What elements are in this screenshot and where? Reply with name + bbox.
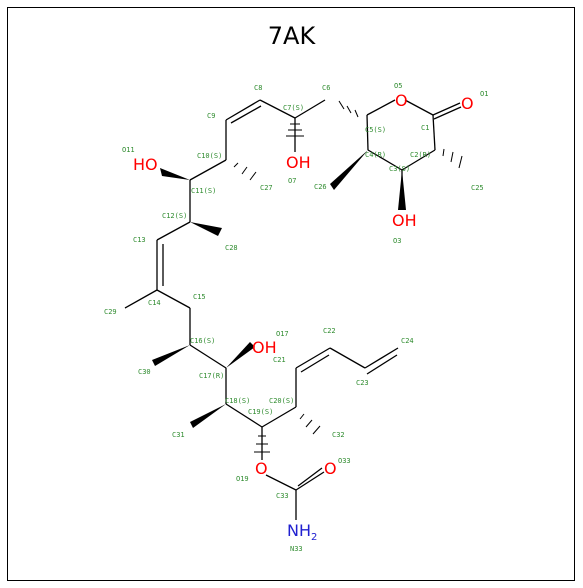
hydroxyl-o7: OH [286,153,311,172]
atom-label: C15 [193,293,206,301]
atom-label: C32 [332,431,345,439]
atom-label: C1 [421,124,429,132]
atom-label: O19 [236,475,249,483]
ester-oxygen: O [255,459,268,478]
atom-label: C6 [322,84,330,92]
atom-label: C31 [172,431,185,439]
hashed-bonds [233,100,463,453]
ring-oxygen: O [395,91,408,110]
atom-labels: C8 C6 O5 O1 C9 C7(S) C5(S) C1 O11 C10(S)… [104,82,488,553]
atom-label: C7(S) [283,104,304,112]
atom-label: O11 [122,146,135,154]
atom-label: C4(R) [365,151,386,159]
atom-label: C18(S) [225,397,250,405]
atom-label: C17(R) [199,372,224,380]
carbonyl-oxygen: O [461,94,474,113]
atom-label: C2(R) [410,151,431,159]
atom-label: C23 [356,379,369,387]
atom-label: C29 [104,308,117,316]
atom-label: O1 [480,90,488,98]
hydroxyl-o3: OH [392,211,417,230]
atom-label: O33 [338,457,351,465]
atom-label: C24 [401,337,414,345]
atom-label: C8 [254,84,262,92]
atom-label: C16(S) [190,337,215,345]
hetero-labels: O O OH HO OH OH O O NH2 [133,91,474,543]
atom-label: C5(S) [365,126,386,134]
atom-label: C33 [276,492,289,500]
atom-label: C13 [133,236,146,244]
atom-label: C21 [273,356,286,364]
bonds [124,99,462,520]
wedge-bonds [152,150,406,428]
atom-label: C22 [323,327,336,335]
hydroxyl-o11: HO [133,155,158,174]
molecule-title: 7AK [267,22,316,50]
carbamate-oxygen: O [324,459,337,478]
atom-label: C12(S) [162,212,187,220]
diagram-frame [7,7,575,581]
atom-label: O5 [394,82,402,90]
atom-label: N33 [290,545,303,553]
atom-label: O3 [393,237,401,245]
atom-label: C19(S) [248,408,273,416]
hydroxyl-o17: OH [252,338,277,357]
atom-label: C9 [207,112,215,120]
atom-label: C20(S) [269,397,294,405]
atom-label: C3(S) [389,165,410,173]
atom-label: C14 [148,299,161,307]
amine-nitrogen: NH2 [287,521,317,543]
atom-label: C28 [225,244,238,252]
atom-label: O17 [276,330,289,338]
atom-label: O7 [288,177,296,185]
atom-label: C26 [314,183,327,191]
atom-label: C30 [138,368,151,376]
atom-label: C27 [260,184,273,192]
atom-label: C11(S) [191,187,216,195]
atom-label: C10(S) [197,152,222,160]
atom-label: C25 [471,184,484,192]
